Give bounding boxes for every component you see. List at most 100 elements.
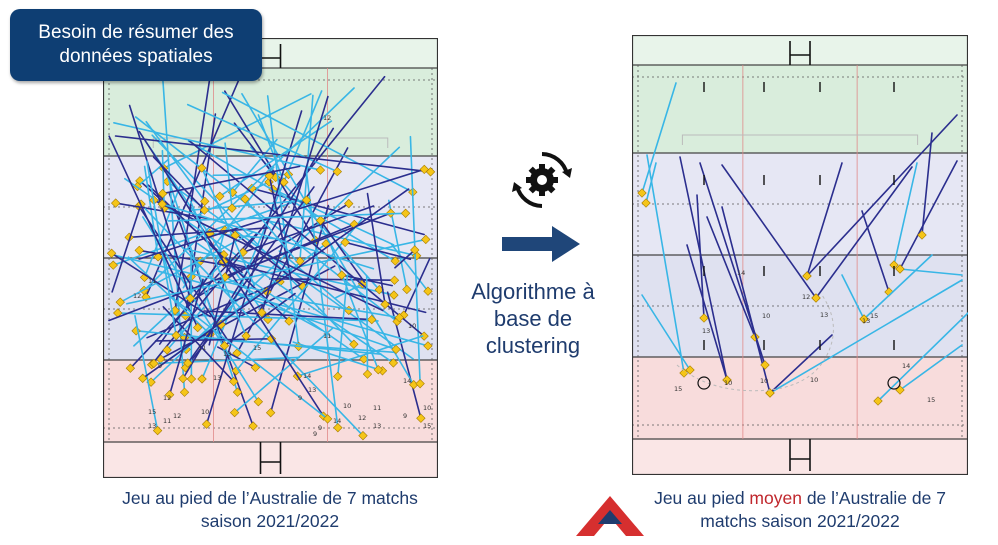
kick-origin-marker (279, 177, 289, 187)
pitch-border (632, 35, 968, 475)
kick-number-label: 11 (373, 404, 381, 412)
kick-origin-marker (164, 390, 175, 400)
kick-origin-marker (157, 199, 167, 209)
kick-origin-marker (179, 387, 190, 397)
kick-origin-marker (229, 376, 239, 387)
kick-line (108, 135, 199, 329)
kick-number-label: 11 (148, 277, 156, 285)
kick-number-label: 15 (148, 408, 156, 416)
kick-number-label: 13 (862, 317, 870, 325)
kick-origin-marker (257, 307, 267, 318)
kick-line (186, 103, 339, 173)
reference-arc (676, 294, 834, 392)
kick-number-label: 15 (927, 396, 935, 404)
kick-line (344, 241, 412, 260)
kick-line (218, 120, 333, 198)
kick-number-label: 9 (158, 362, 162, 370)
kick-origin-marker (415, 378, 425, 389)
kick-origin-marker (402, 284, 412, 295)
kick-origin-marker (685, 365, 695, 375)
kick-line (336, 274, 349, 378)
kick-line (769, 279, 963, 394)
kick-origin-marker (108, 260, 118, 270)
kick-origin-marker (232, 387, 243, 397)
kick-line (706, 216, 756, 338)
kick-line (266, 95, 300, 348)
kick-number-label: 10 (724, 379, 732, 387)
kick-number-label: 10 (201, 408, 209, 416)
kick-origin-marker (248, 421, 258, 431)
kick-line (899, 268, 963, 276)
kick-line (161, 203, 375, 270)
kick-origin-marker (186, 374, 197, 384)
kick-origin-marker (284, 316, 294, 326)
kick-origin-marker (193, 322, 203, 333)
kick-line (224, 142, 233, 209)
kick-line (224, 276, 323, 331)
kick-number-label: 15 (423, 422, 431, 430)
kick-number-label: 12 (323, 114, 331, 122)
kick-origin-marker (802, 271, 812, 281)
kick-line (806, 114, 958, 277)
kick-origin-marker (423, 286, 433, 296)
kick-line (154, 338, 273, 342)
kick-number-label: 9 (403, 412, 407, 420)
kick-number-label: 10 (423, 404, 431, 412)
kick-origin-marker (359, 354, 369, 364)
kick-origin-marker (322, 414, 333, 424)
kick-line (223, 292, 296, 347)
kick-line (641, 294, 691, 371)
kick-origin-marker (419, 331, 429, 341)
kick-number-label: 11 (323, 332, 331, 340)
kick-origin-marker (390, 256, 400, 266)
kick-origin-marker (400, 208, 411, 218)
kick-origin-marker (295, 256, 305, 266)
kick-origin-marker (219, 341, 230, 351)
kick-line (646, 154, 685, 374)
kick-origin-marker (264, 171, 274, 181)
kick-origin-marker (410, 245, 420, 255)
gear-cycle-icon (512, 152, 572, 208)
kick-line (721, 206, 771, 394)
box-outline (681, 134, 919, 145)
kick-origin-marker (199, 205, 210, 215)
kick-line (143, 165, 159, 258)
pitch-circle (887, 376, 901, 390)
kick-origin-marker (333, 371, 343, 382)
kick-line (815, 166, 913, 299)
goalpost-bottom (259, 442, 282, 474)
kick-line (235, 217, 364, 372)
kick-origin-marker (178, 373, 188, 384)
kick-line (386, 291, 422, 420)
kick-number-label: 11 (198, 344, 206, 352)
kick-origin-marker (394, 312, 405, 323)
kick-line (162, 305, 235, 383)
kick-line (162, 93, 312, 170)
kick-origin-marker (722, 375, 732, 385)
kick-origin-marker (197, 163, 207, 173)
kick-line (365, 274, 369, 375)
kick-line (899, 160, 958, 270)
kick-number-label: 14 (303, 372, 311, 380)
kick-line (899, 344, 963, 391)
kick-origin-marker (301, 195, 312, 205)
kick-number-label: 13 (308, 386, 316, 394)
in-goal-top (632, 35, 968, 65)
kick-origin-marker (134, 245, 144, 256)
kick-number-label: 10 (343, 402, 351, 410)
kick-origin-marker (391, 344, 401, 355)
kick-origin-marker (250, 362, 261, 373)
kick-line (366, 192, 386, 306)
kick-origin-marker (641, 198, 651, 208)
kick-line (221, 91, 414, 193)
kick-line (877, 312, 968, 402)
kick-origin-marker (917, 230, 927, 240)
kick-origin-marker (158, 188, 168, 199)
kick-number-label: 13 (213, 374, 221, 382)
kick-line (189, 200, 247, 337)
kick-origin-marker (679, 368, 689, 378)
kick-line (268, 175, 293, 281)
kick-line (166, 306, 205, 351)
kick-number-label: 12 (358, 414, 366, 422)
kick-line (224, 90, 317, 242)
